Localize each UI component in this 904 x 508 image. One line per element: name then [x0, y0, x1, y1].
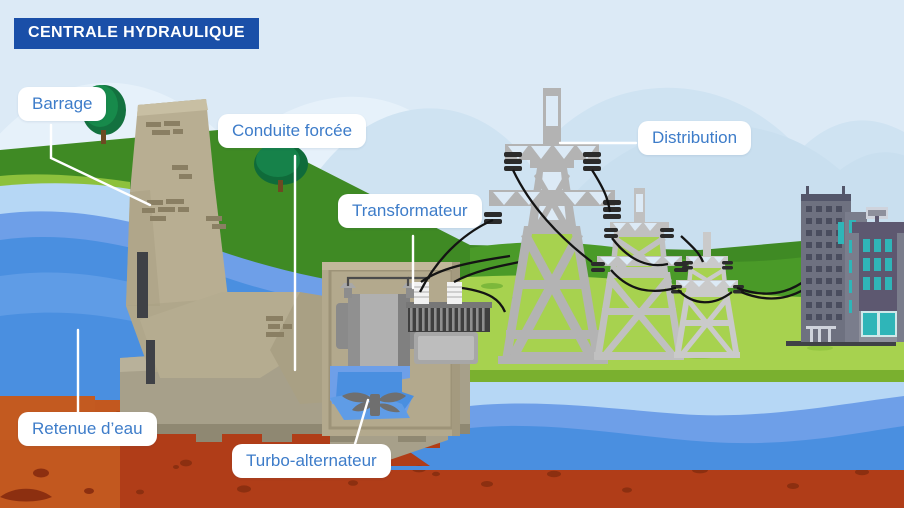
callout-barrage[interactable]: Barrage: [18, 87, 107, 121]
dam-gate-post: [137, 252, 148, 318]
dam-outlet-post: [146, 340, 155, 384]
dam-brick-details: [142, 121, 292, 337]
callout-turbo-alternateur-label: Turbo-alternateur: [246, 451, 377, 470]
callout-turbo-alternateur[interactable]: Turbo-alternateur: [232, 444, 391, 478]
page-title-text: CENTRALE HYDRAULIQUE: [28, 24, 245, 41]
transformer-unit: [406, 282, 492, 364]
callout-barrage-label: Barrage: [32, 94, 93, 113]
page-title: CENTRALE HYDRAULIQUE: [14, 18, 259, 49]
transmission-pylon-second: [594, 188, 684, 360]
callout-retenue-deau-label: Retenue d’eau: [32, 419, 143, 438]
downstream-river: [370, 382, 904, 470]
pylon-main-insulators: [484, 152, 621, 224]
callout-distribution[interactable]: Distribution: [638, 121, 752, 155]
callout-conduite-forcee[interactable]: Conduite forcée: [218, 114, 367, 148]
pylon-second-insulators: [591, 228, 688, 272]
city-buildings: [786, 186, 904, 346]
pylon-third-insulators: [671, 261, 744, 294]
callout-distribution-label: Distribution: [652, 128, 738, 147]
grass-edge-band: [440, 370, 904, 382]
callout-retenue-deau[interactable]: Retenue d’eau: [18, 412, 157, 446]
callout-conduite-forcee-label: Conduite forcée: [232, 121, 353, 140]
callout-transformateur-label: Transformateur: [352, 201, 468, 220]
callout-transformateur[interactable]: Transformateur: [338, 194, 482, 228]
transformer-bushings: [414, 282, 462, 304]
soil-pebbles: [0, 411, 869, 502]
transmission-pylon-third: [674, 232, 740, 358]
turbine-water-channel: [330, 366, 414, 420]
